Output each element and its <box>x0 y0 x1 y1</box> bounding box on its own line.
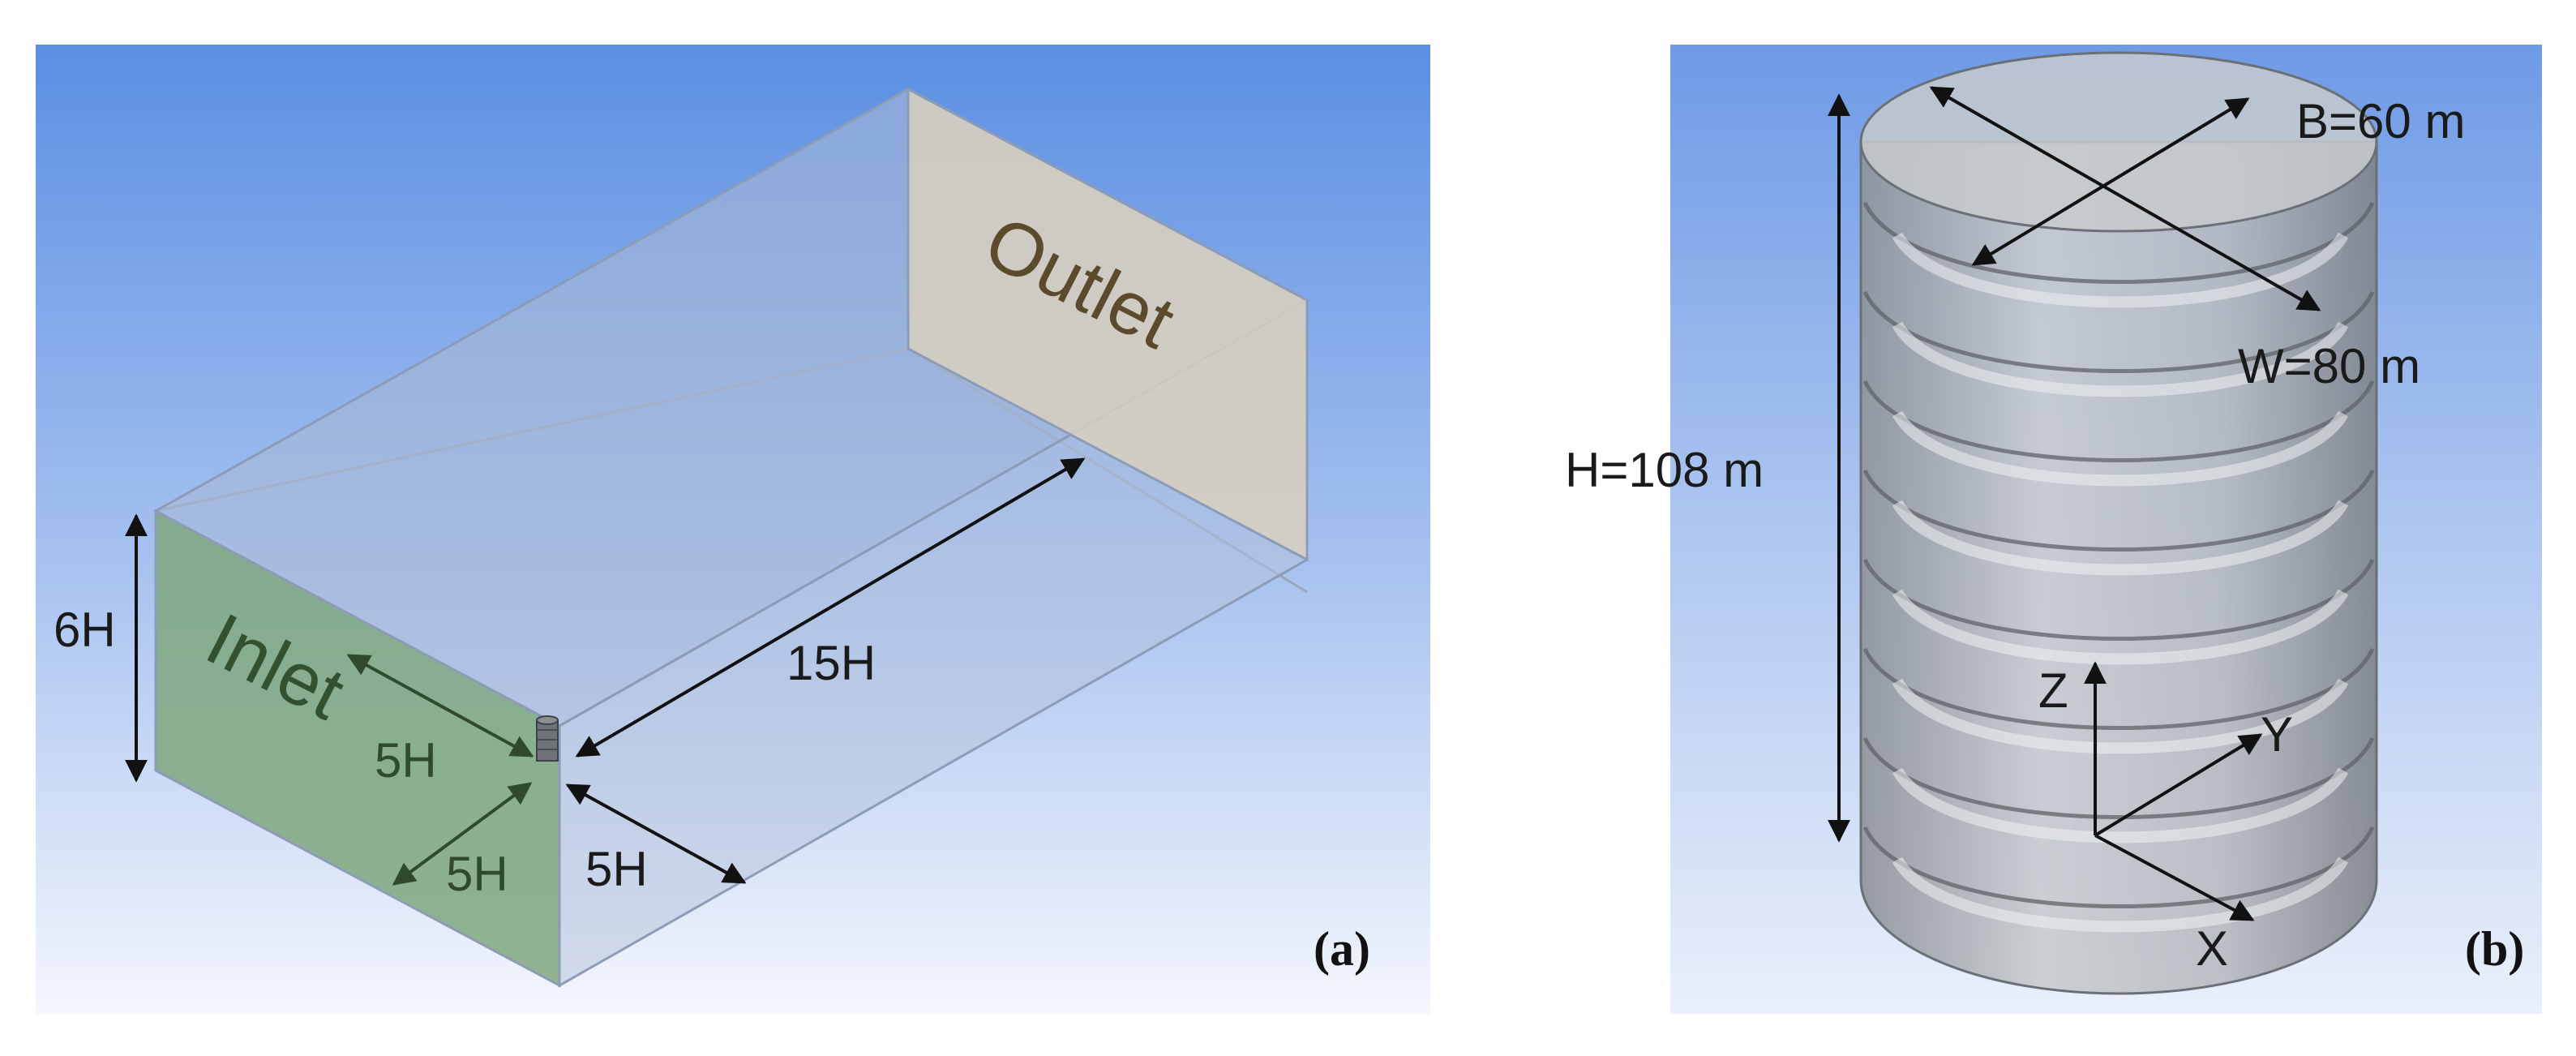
front-upstream-label: 5H <box>375 733 437 788</box>
panel-a: Outlet Inlet 6H 15H 5H 5H 5H (a) <box>36 45 1430 1014</box>
front-lateral-arrow <box>392 782 533 886</box>
x-axis-label: X <box>2196 921 2228 976</box>
lateral-label: 5H <box>585 842 648 896</box>
x-axis <box>2094 834 2255 921</box>
panel-b-tag: (b) <box>2465 922 2524 976</box>
panel-a-tag: (a) <box>1314 922 1370 976</box>
length-arrow <box>575 457 1086 758</box>
front-lateral-label: 5H <box>446 847 508 901</box>
y-axis <box>2094 733 2263 837</box>
width-arrow <box>1929 86 2321 311</box>
panel-b: H=108 m B=60 m W=80 m Z Y X (b) <box>1565 45 2542 1014</box>
width-label: W=80 m <box>2238 339 2420 393</box>
breadth-label: B=60 m <box>2296 94 2465 148</box>
building-model <box>536 715 559 762</box>
front-upstream-arrow <box>346 654 534 758</box>
axes-triad <box>2084 661 2263 921</box>
building-height-label: H=108 m <box>1565 443 1764 497</box>
y-axis-label: Y <box>2261 707 2293 762</box>
z-axis-label: Z <box>2038 663 2068 718</box>
height-label: 6H <box>54 603 116 657</box>
length-label: 15H <box>787 636 876 690</box>
outlet-face <box>907 87 1309 562</box>
lateral-arrow <box>565 783 747 884</box>
